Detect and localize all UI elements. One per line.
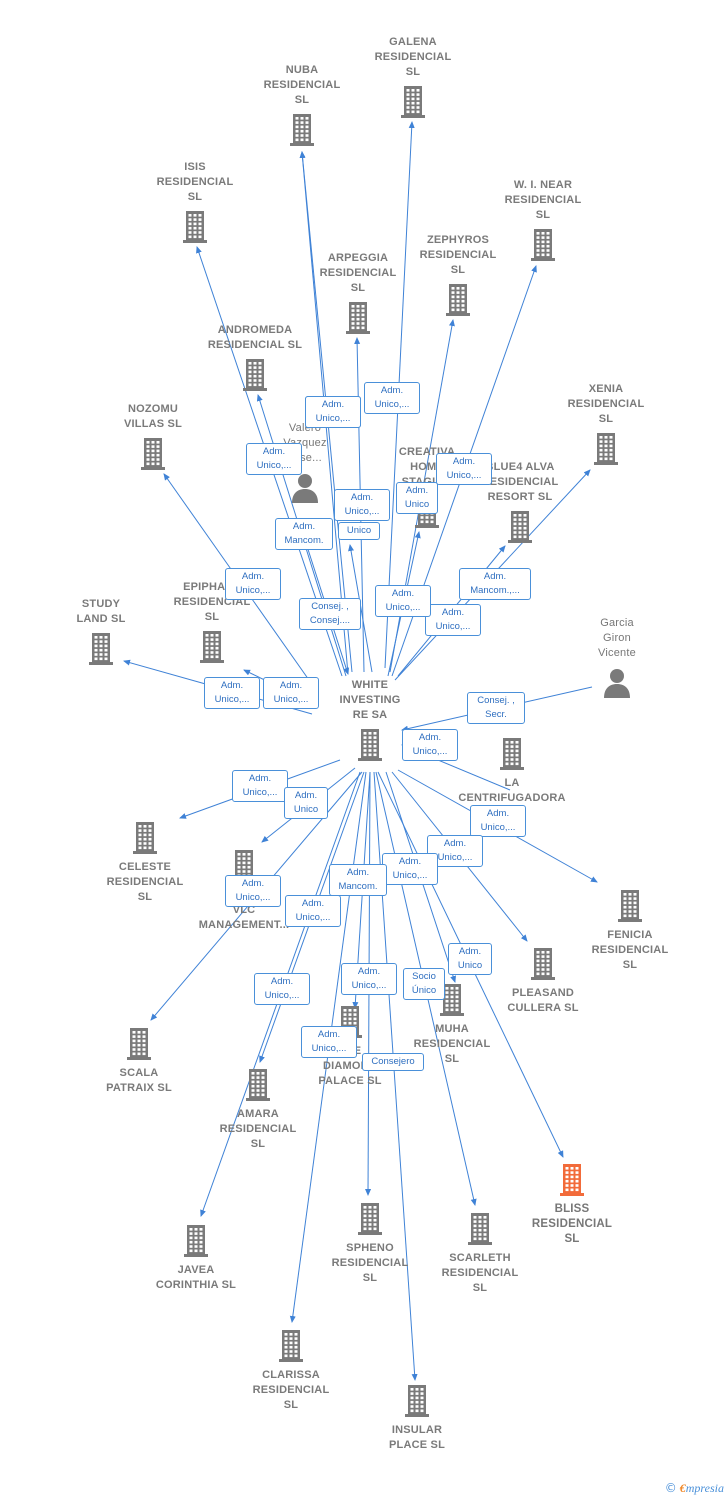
relation-badge[interactable]: Adm. Unico,... [263, 677, 319, 709]
node-label[interactable]: Garcia Giron Vicente [598, 617, 636, 659]
node-label[interactable]: JAVEA CORINTHIA SL [155, 1264, 237, 1291]
node-label[interactable]: SCALA PATRAIX SL [106, 1067, 172, 1094]
relation-badge[interactable]: Adm. Unico,... [470, 805, 526, 837]
node-label[interactable]: WHITE INVESTING RE SA [339, 679, 401, 721]
node-label[interactable]: FENICIA RESIDENCIAL SL [591, 929, 669, 971]
node-label[interactable]: LA CENTRIFUGADORA [458, 777, 566, 804]
brand-logo-letter: € [679, 1481, 686, 1495]
relation-badge[interactable]: Unico [338, 522, 380, 540]
relation-badge[interactable]: Adm. Unico,... [334, 489, 390, 521]
node-label[interactable]: CELESTE RESIDENCIAL SL [106, 861, 184, 903]
building-icon[interactable] [440, 282, 476, 318]
relation-badge[interactable]: Adm. Unico,... [305, 396, 361, 428]
building-icon[interactable] [127, 820, 163, 856]
node-label[interactable]: NUBA RESIDENCIAL SL [263, 64, 341, 106]
node-label[interactable]: SCARLETH RESIDENCIAL SL [441, 1252, 519, 1294]
building-icon[interactable] [612, 888, 648, 924]
node-label[interactable]: CLARISSA RESIDENCIAL SL [252, 1369, 330, 1411]
node-label[interactable]: PLEASAND CULLERA SL [507, 987, 579, 1014]
relation-badge[interactable]: Adm. Unico,... [375, 585, 431, 617]
relation-badge[interactable]: Adm. Unico [396, 482, 438, 514]
relation-badge[interactable]: Adm. Unico,... [254, 973, 310, 1005]
relation-badge[interactable]: Adm. Unico,... [382, 853, 438, 885]
node-label[interactable]: GALENA RESIDENCIAL SL [374, 36, 452, 78]
building-icon[interactable] [399, 1383, 435, 1419]
building-icon[interactable] [273, 1328, 309, 1364]
relation-badge[interactable]: Consejero [362, 1053, 424, 1071]
building-icon[interactable] [135, 436, 171, 472]
node-label[interactable]: ISIS RESIDENCIAL SL [156, 161, 234, 203]
node-label[interactable]: SPHENO RESIDENCIAL SL [331, 1242, 409, 1284]
relation-badge[interactable]: Adm. Unico,... [285, 895, 341, 927]
relation-badge[interactable]: Adm. Mancom. [329, 864, 387, 896]
building-icon[interactable] [462, 1211, 498, 1247]
brand-logo-text: mpresia [685, 1481, 724, 1495]
relation-badge[interactable]: Adm. Unico [284, 787, 328, 819]
relation-badge[interactable]: Adm. Unico,... [364, 382, 420, 414]
relation-badge[interactable]: Socio Único [403, 968, 445, 1000]
building-icon[interactable] [494, 736, 530, 772]
relation-badge[interactable]: Adm. Unico,... [425, 604, 481, 636]
node-label[interactable]: W. I. NEAR RESIDENCIAL SL [504, 179, 582, 221]
building-icon[interactable] [178, 1223, 214, 1259]
relation-badge[interactable]: Adm. Unico,... [232, 770, 288, 802]
person-icon[interactable] [287, 470, 323, 506]
node-label[interactable]: ARPEGGIA RESIDENCIAL SL [319, 252, 397, 294]
relation-badge[interactable]: Adm. Unico,... [225, 875, 281, 907]
node-label[interactable]: STUDY LAND SL [76, 598, 126, 625]
node-label[interactable]: AMARA RESIDENCIAL SL [219, 1108, 297, 1150]
relation-badge[interactable]: Adm. Unico,... [341, 963, 397, 995]
relation-badge[interactable]: Consej. , Consej.... [299, 598, 361, 630]
building-icon[interactable] [525, 227, 561, 263]
person-icon[interactable] [599, 665, 635, 701]
building-icon[interactable] [434, 982, 470, 1018]
relation-badge[interactable]: Adm. Unico,... [225, 568, 281, 600]
node-label[interactable]: ZEPHYROS RESIDENCIAL SL [419, 234, 497, 276]
node-label[interactable]: NOZOMU VILLAS SL [123, 403, 183, 430]
building-icon[interactable] [177, 209, 213, 245]
building-icon[interactable] [352, 1201, 388, 1237]
node-label[interactable]: W. VLC MANAGEMENT... [198, 889, 290, 931]
building-icon[interactable] [240, 1067, 276, 1103]
node-label[interactable]: MUHA RESIDENCIAL SL [413, 1023, 491, 1065]
relation-badge[interactable]: Adm. Unico,... [246, 443, 302, 475]
relation-badge[interactable]: Adm. Unico,... [204, 677, 260, 709]
relation-badge[interactable]: Adm. Unico,... [436, 453, 492, 485]
building-icon[interactable] [121, 1026, 157, 1062]
relation-badge[interactable]: Consej. , Secr. [467, 692, 525, 724]
building-icon[interactable] [588, 431, 624, 467]
building-icon[interactable] [395, 84, 431, 120]
relation-badge[interactable]: Adm. Mancom. [275, 518, 333, 550]
node-label[interactable]: INSULAR PLACE SL [389, 1424, 445, 1451]
building-icon[interactable] [237, 357, 273, 393]
node-label[interactable]: ANDROMEDA RESIDENCIAL SL [207, 324, 303, 351]
brand-footer[interactable]: ©€mpresia [665, 1481, 724, 1496]
edge-hub-valero [348, 544, 373, 673]
relation-badge[interactable]: Adm. Unico [448, 943, 492, 975]
building-icon[interactable] [502, 509, 538, 545]
copyright-symbol: © [664, 1481, 677, 1495]
relation-badge[interactable]: Adm. Unico,... [402, 729, 458, 761]
node-label[interactable]: BLUE4 ALVA RESIDENCIAL RESORT SL [481, 461, 559, 503]
building-icon[interactable] [352, 727, 388, 763]
building-icon[interactable] [83, 631, 119, 667]
relation-badge[interactable]: Adm. Mancom.,... [459, 568, 531, 600]
node-label[interactable]: XENIA RESIDENCIAL SL [567, 383, 645, 425]
building-icon[interactable] [554, 1162, 590, 1198]
building-icon[interactable] [525, 946, 561, 982]
building-icon[interactable] [284, 112, 320, 148]
relation-badge[interactable]: Adm. Unico,... [301, 1026, 357, 1058]
building-icon[interactable] [194, 629, 230, 665]
building-icon[interactable] [340, 300, 376, 336]
node-label[interactable]: BLISS RESIDENCIAL SL [531, 1203, 613, 1245]
